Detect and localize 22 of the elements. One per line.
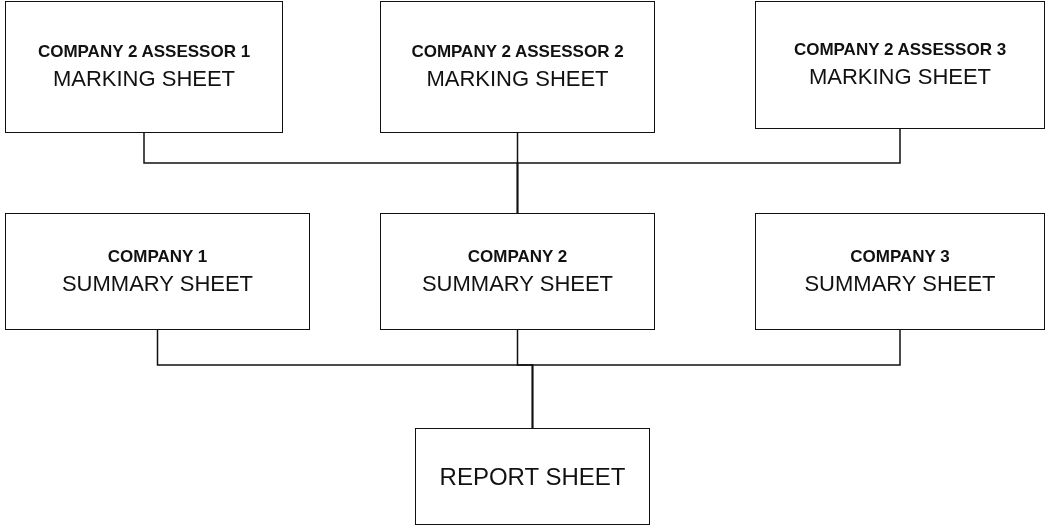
box-heading: COMPANY 2 ASSESSOR 2 [410,41,625,64]
connector-line [516,128,901,214]
box-heading: COMPANY 1 [106,245,209,268]
connector-line [531,329,901,429]
sheet-box [380,1,655,133]
sheet-box [755,213,1045,330]
sheet-box [5,1,283,133]
sheet-box [415,428,650,525]
box-title: MARKING SHEET [426,65,609,93]
box-heading: COMPANY 2 ASSESSOR 1 [36,41,252,64]
box-title: MARKING SHEET [52,65,236,93]
box-title: REPORT SHEET [439,461,626,492]
box-title: MARKING SHEET [808,63,992,91]
box-heading: COMPANY 3 [849,245,951,268]
box-title: SUMMARY SHEET [61,269,254,298]
sheet-box [380,213,655,330]
box-title: SUMMARY SHEET [804,269,996,298]
box-heading: COMPANY 2 ASSESSOR 3 [792,39,1008,62]
box-title: SUMMARY SHEET [421,269,614,298]
sheet-box [755,1,1045,129]
sheet-box [5,213,310,330]
box-heading: COMPANY 2 [466,245,569,268]
